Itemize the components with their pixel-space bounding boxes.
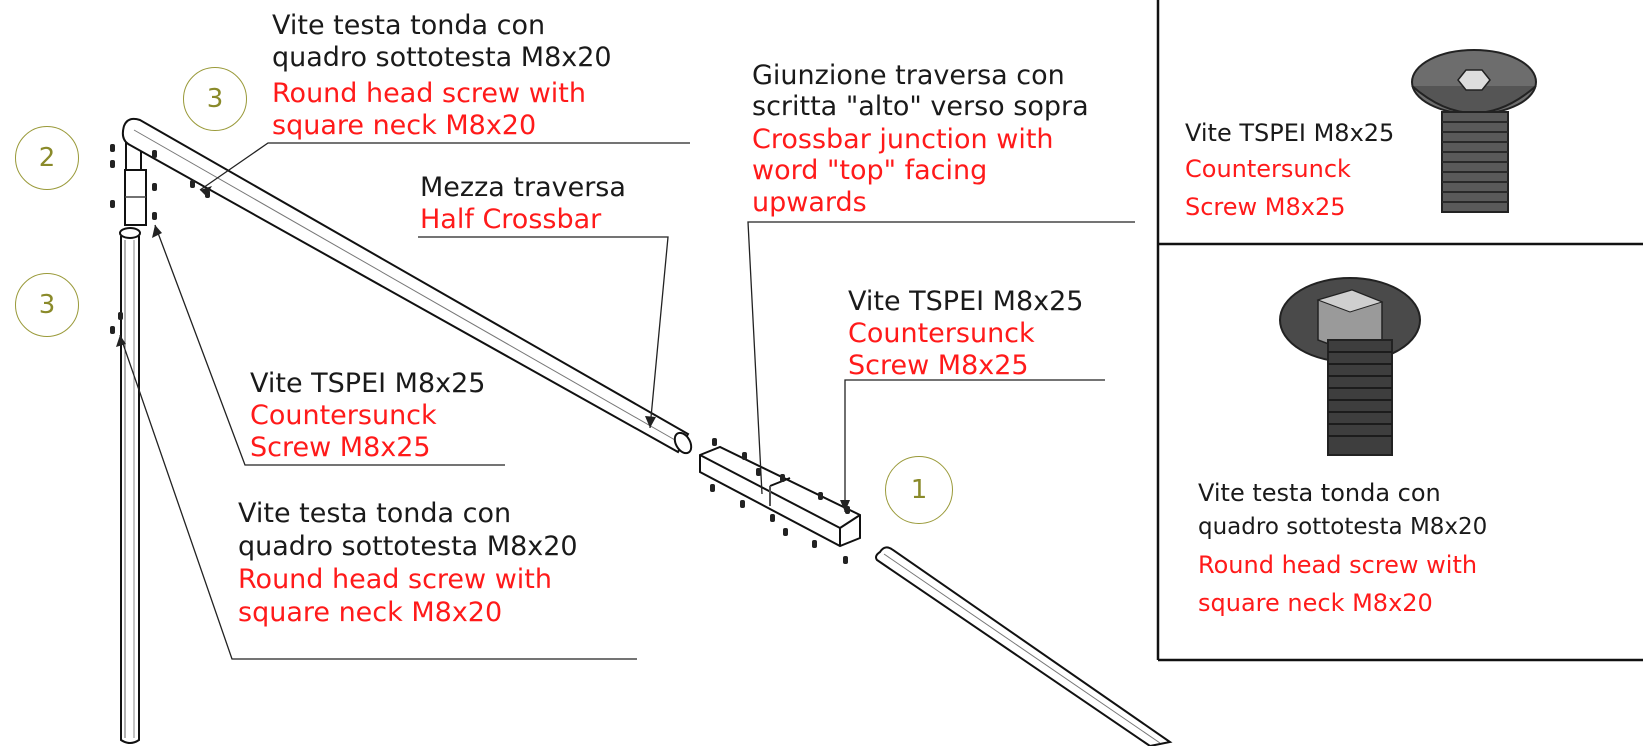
countersunk-left-en-2: Screw M8x25 [250, 432, 431, 463]
countersunk-left-it: Vite TSPEI M8x25 [250, 368, 486, 399]
countersunk-left-en-1: Countersunck [250, 400, 437, 431]
junction-en-3: upwards [752, 187, 867, 218]
legend-round-head-it-1: Vite testa tonda con [1198, 479, 1441, 507]
junction-it-2: scritta "alto" verso sopra [752, 91, 1089, 122]
callout-3-top: 3 [183, 67, 247, 131]
countersunk-right-it: Vite TSPEI M8x25 [848, 286, 1084, 317]
legend-countersunk-en-2: Screw M8x25 [1185, 193, 1346, 221]
legend-countersunk-it: Vite TSPEI M8x25 [1185, 119, 1395, 147]
half-crossbar-it: Mezza traversa [420, 172, 626, 203]
legend-frame [1156, 0, 1643, 662]
half-crossbar-en: Half Crossbar [420, 204, 602, 235]
callout-1: 1 [885, 456, 953, 524]
lower-crossbar [875, 546, 1173, 746]
round-screw-bottom-it-2: quadro sottotesta M8x20 [238, 531, 578, 562]
round-screw-top-it-1: Vite testa tonda con [272, 10, 546, 41]
junction-it-1: Giunzione traversa con [752, 60, 1065, 91]
round-screw-bottom-it-1: Vite testa tonda con [238, 498, 512, 529]
countersunk-screw-icon [1411, 49, 1537, 213]
callout-3-left: 3 [15, 273, 79, 337]
legend-round-head-en-2: square neck M8x20 [1198, 589, 1433, 617]
leader-lines [119, 142, 1135, 660]
crossbar-junction [699, 445, 861, 548]
half-crossbar [121, 117, 693, 455]
round-screw-top-it-2: quadro sottotesta M8x20 [272, 42, 612, 73]
round-screw-top-en-1: Round head screw with [272, 78, 586, 109]
legend-countersunk-en-1: Countersunck [1185, 155, 1351, 183]
legend-round-head-it-2: quadro sottotesta M8x20 [1198, 514, 1488, 540]
round-screw-top-en-2: square neck M8x20 [272, 110, 537, 141]
countersunk-right-en-2: Screw M8x25 [848, 350, 1029, 381]
callout-2: 2 [15, 126, 79, 190]
round-head-screw-icon [1279, 277, 1421, 456]
leader-arrowheads [116, 186, 850, 512]
screw-marks [110, 144, 850, 564]
legend-round-head-en-1: Round head screw with [1198, 551, 1478, 579]
vertical-post [119, 227, 141, 744]
junction-en-2: word "top" facing [752, 155, 988, 186]
round-screw-bottom-en-2: square neck M8x20 [238, 597, 503, 628]
round-screw-bottom-en-1: Round head screw with [238, 564, 552, 595]
countersunk-right-en-1: Countersunck [848, 318, 1035, 349]
junction-en-1: Crossbar junction with [752, 124, 1054, 155]
